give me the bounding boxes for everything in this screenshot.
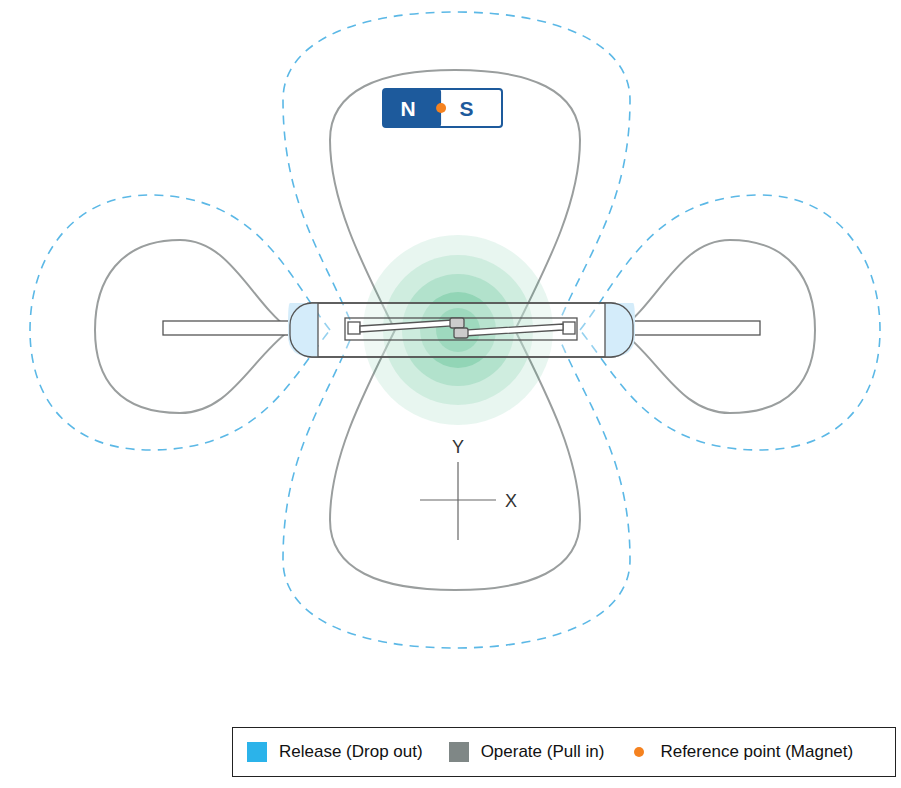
legend-text: Reference point (Magnet) bbox=[660, 742, 853, 762]
legend-text: Release (Drop out) bbox=[279, 742, 423, 762]
operate-lobes bbox=[95, 70, 815, 590]
pole-label: S bbox=[459, 98, 473, 119]
axis-cross bbox=[420, 462, 496, 540]
axis-label: Y bbox=[452, 438, 464, 456]
axis-label: X bbox=[505, 492, 517, 510]
legend-swatch bbox=[247, 742, 267, 762]
legend-swatch bbox=[449, 742, 469, 762]
legend-item: Release (Drop out) bbox=[247, 742, 423, 762]
magnet-shape bbox=[382, 88, 503, 128]
legend-box: Release (Drop out) Operate (Pull in) Refer… bbox=[232, 727, 896, 777]
legend-item: Reference point (Magnet) bbox=[630, 742, 853, 762]
legend-text: Operate (Pull in) bbox=[481, 742, 605, 762]
magnet-box: NS bbox=[382, 88, 503, 128]
reed-switch bbox=[163, 303, 760, 357]
reference-point bbox=[436, 103, 446, 113]
release-lobes bbox=[30, 12, 880, 648]
legend-swatch bbox=[634, 747, 644, 757]
legend-item: Operate (Pull in) bbox=[449, 742, 605, 762]
pole-label: N bbox=[401, 98, 416, 119]
